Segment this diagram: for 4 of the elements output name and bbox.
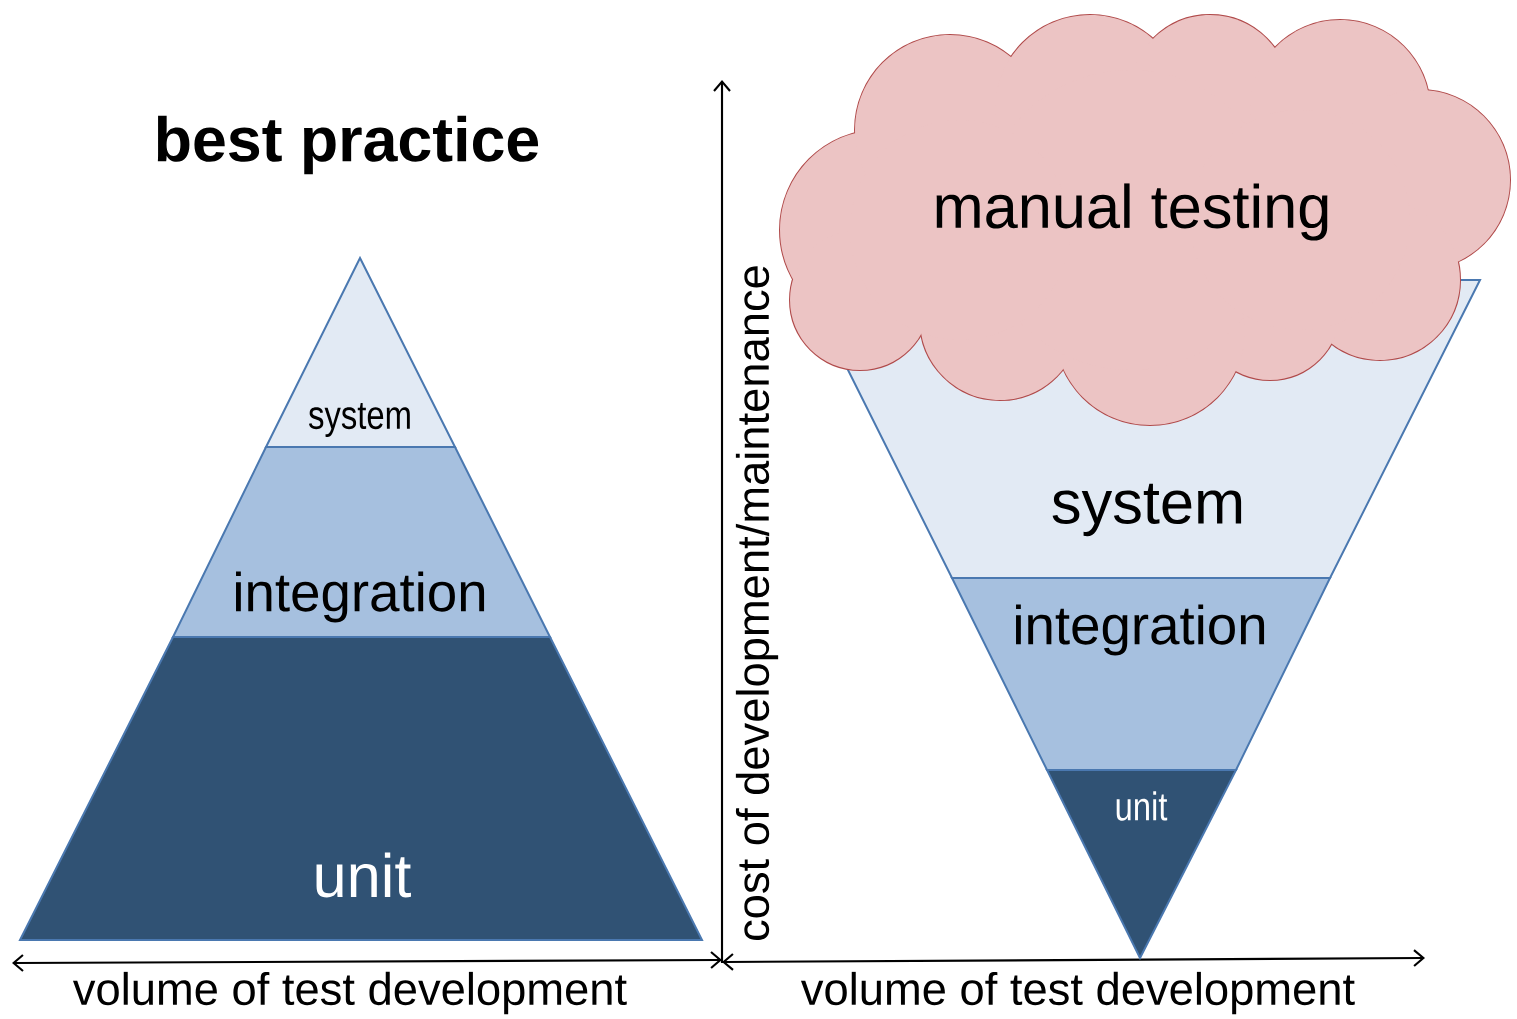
- title: best practice: [157, 115, 539, 175]
- cloud: manual testing: [779, 14, 1511, 426]
- axis-label: cost of development/maintenance: [735, 266, 779, 940]
- axis-label: volume of test development: [800, 971, 1355, 1015]
